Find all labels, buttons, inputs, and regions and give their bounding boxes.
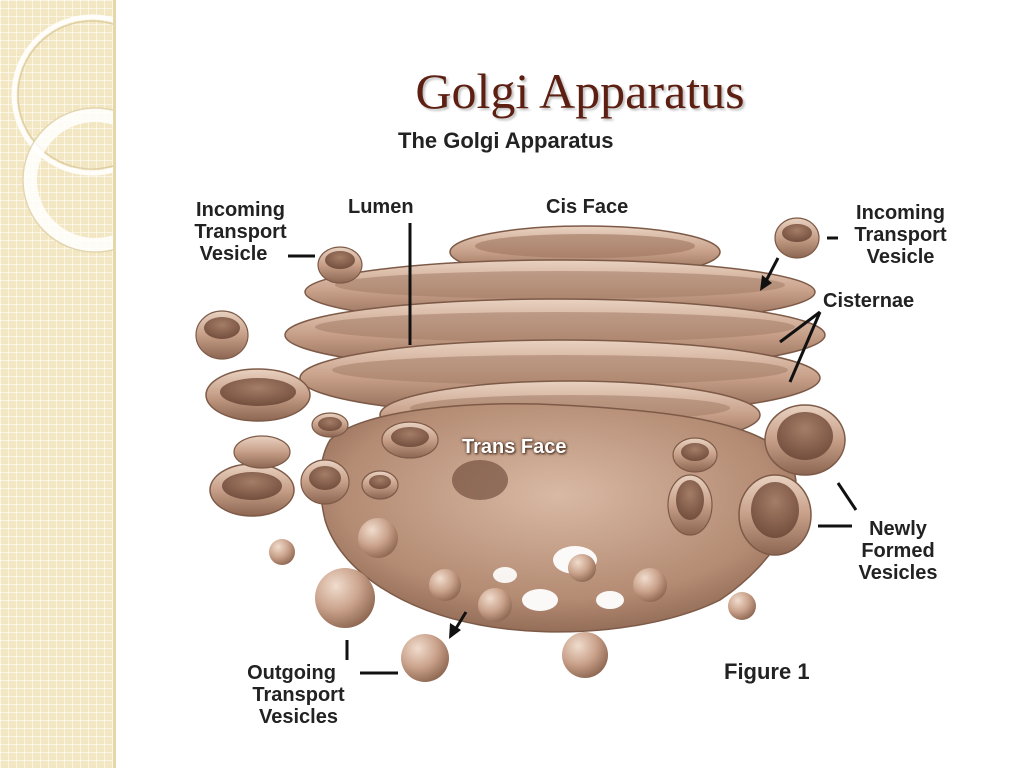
- figure-caption: Figure 1: [724, 659, 810, 684]
- label-trans-face: Trans Face: [462, 436, 567, 458]
- label-line: Outgoing: [247, 662, 336, 684]
- label-line: Incoming: [856, 202, 945, 224]
- label-line: Transport: [854, 224, 947, 246]
- decorative-circles: [11, 14, 113, 253]
- label-line: Vesicles: [858, 562, 938, 584]
- cisternae-stack: [284, 225, 826, 450]
- label-line: Vesicles: [259, 706, 338, 728]
- label-lumen: Lumen: [348, 196, 414, 218]
- outgoing-transport-vesicles: [269, 518, 756, 682]
- strip-border: [113, 0, 116, 768]
- label-outgoing-transport-vesicles: Outgoing Transport Vesicles: [236, 662, 361, 728]
- label-line: Formed: [861, 540, 935, 562]
- label-line: Newly: [869, 518, 927, 540]
- decorative-side-strip: [0, 0, 113, 768]
- label-incoming-transport-vesicle-left: Incoming Transport Vesicle: [178, 199, 303, 265]
- newly-formed-vesicles: [205, 368, 846, 556]
- label-line: Transport: [194, 221, 287, 243]
- label-line: Vesicle: [866, 246, 935, 268]
- label-cis-face: Cis Face: [546, 196, 629, 218]
- label-cisternae: Cisternae: [823, 290, 915, 312]
- figure-title: The Golgi Apparatus: [398, 128, 614, 153]
- incoming-transport-vesicles: [195, 217, 820, 360]
- label-line: Vesicle: [199, 243, 268, 265]
- label-incoming-transport-vesicle-right: Incoming Transport Vesicle: [838, 202, 963, 268]
- leader-lines: [288, 223, 858, 675]
- slide-title: Golgi Apparatus: [415, 63, 745, 119]
- label-line: Transport: [252, 684, 345, 706]
- arrowheads: [449, 275, 772, 639]
- label-newly-formed-vesicles: Newly Formed Vesicles: [843, 518, 953, 584]
- label-line: Incoming: [196, 199, 285, 221]
